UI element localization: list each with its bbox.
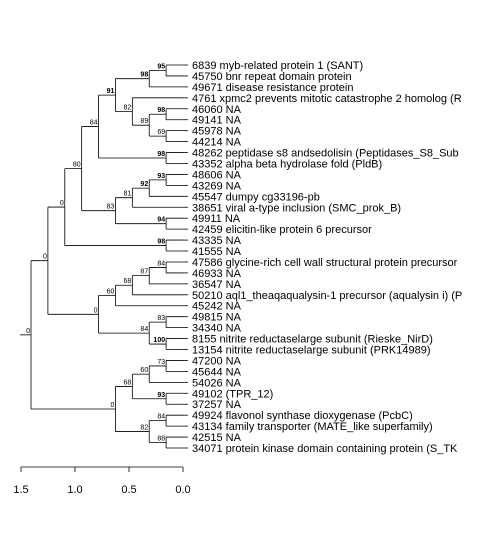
support-value: 82 <box>124 105 132 112</box>
support-value: 89 <box>140 118 148 125</box>
leaf-label: 46933 NA <box>192 268 242 280</box>
support-value: 80 <box>73 162 81 169</box>
scale-axis: 1.5 1.0 0.5 0.0 <box>13 466 191 496</box>
leaf-label: 45644 NA <box>192 366 242 378</box>
leaf-label: 54026 NA <box>192 377 242 389</box>
support-value: 69 <box>157 129 165 136</box>
leaf-label: 34340 NA <box>192 323 242 335</box>
leaf-label: 42515 NA <box>192 432 242 444</box>
support-value: 84 <box>90 120 98 127</box>
tree-branches <box>20 64 188 449</box>
support-value: 82 <box>140 425 148 432</box>
support-value: 73 <box>157 359 165 366</box>
support-value: 60 <box>140 367 148 374</box>
support-value: 100 <box>153 337 165 344</box>
leaf-label: 41555 NA <box>192 246 242 258</box>
support-value: 98 <box>157 239 165 246</box>
leaf-label: 43335 NA <box>192 235 242 247</box>
leaf-label: 47200 NA <box>192 355 242 367</box>
support-value: 92 <box>140 181 148 188</box>
support-value: 81 <box>124 191 132 198</box>
leaf-label: 38651 viral a-type inclusion (SMC_prok_B… <box>192 202 401 214</box>
support-value: 0 <box>111 402 115 409</box>
support-value: 91 <box>107 88 115 95</box>
support-values: 95 98 98 69 89 82 91 98 84 93 92 81 94 83 80 98 0 84 87 68 6… <box>26 63 165 442</box>
support-value: 60 <box>107 288 115 295</box>
axis-tick-label: 1.5 <box>13 484 28 496</box>
leaf-label: 43134 family transporter (MATE_like supe… <box>192 421 433 433</box>
leaf-label: 47586 glycine-rich cell wall structural … <box>192 257 458 269</box>
leaf-label: 49671 disease resistance protein <box>192 82 353 94</box>
support-value: 68 <box>124 379 132 386</box>
support-value: 98 <box>157 107 165 114</box>
axis-tick-label: 0.5 <box>121 484 136 496</box>
support-value: 0 <box>94 307 98 314</box>
leaf-label: 45547 dumpy cg33196-pb <box>192 191 320 203</box>
leaf-label: 49924 flavonol synthase dioxygenase (Pcb… <box>192 410 413 422</box>
leaf-label: 36547 NA <box>192 279 242 291</box>
leaf-label: 37257 NA <box>192 399 242 411</box>
support-value: 88 <box>157 436 165 443</box>
leaf-label: 6839 myb-related protein 1 (SANT) <box>192 60 363 72</box>
leaf-label: 42459 elicitin-like protein 6 precursor <box>192 224 372 236</box>
support-value: 98 <box>140 72 148 79</box>
leaf-label: 49911 NA <box>192 213 241 225</box>
support-value: 93 <box>157 173 165 180</box>
leaf-label: 34071 protein kinase domain containing p… <box>192 443 458 455</box>
leaf-label: 49815 NA <box>192 312 242 324</box>
leaf-label: 43352 alpha beta hydrolase fold (PldB) <box>192 158 382 170</box>
leaf-label: 45750 bnr repeat domain protein <box>192 71 352 83</box>
support-value: 93 <box>157 392 165 399</box>
axis-tick-label: 0.0 <box>175 484 190 496</box>
leaf-label: 49102 (TPR_12) <box>192 388 273 400</box>
leaf-label: 43269 NA <box>192 180 242 192</box>
leaf-label: 48262 peptidase s8 andsedolisin (Peptida… <box>192 148 459 160</box>
leaf-label: 45978 NA <box>192 126 242 138</box>
leaf-label: 4761 xpmc2 prevents mitotic catastrophe … <box>192 93 462 105</box>
leaf-label: 50210 aql1_theaqaqualysin-1 precursor (a… <box>192 290 462 302</box>
support-value: 0 <box>43 254 47 261</box>
support-value: 87 <box>140 269 148 276</box>
support-value: 83 <box>107 204 115 211</box>
leaf-label: 44214 NA <box>192 137 242 149</box>
support-value: 84 <box>157 260 165 267</box>
support-value: 68 <box>124 278 132 285</box>
leaf-label: 48606 NA <box>192 169 242 181</box>
leaf-label: 8155 nitrite reductaselarge subunit (Rie… <box>192 334 433 346</box>
support-value: 98 <box>157 151 165 158</box>
support-value: 94 <box>157 217 165 224</box>
support-value: 0 <box>60 200 64 207</box>
leaf-label: 13154 nitrite reductaselarge subunit (PR… <box>192 345 430 357</box>
leaf-labels: 6839 myb-related protein 1 (SANT)45750 b… <box>192 60 462 455</box>
support-value: 83 <box>157 315 165 322</box>
leaf-label: 45242 NA <box>192 301 242 313</box>
leaf-label: 49141 NA <box>192 115 242 127</box>
support-value: 84 <box>157 414 165 421</box>
support-value: 0 <box>26 328 30 335</box>
support-value: 84 <box>140 326 148 333</box>
leaf-label: 46060 NA <box>192 104 242 116</box>
axis-tick-label: 1.0 <box>67 484 82 496</box>
support-value: 95 <box>157 63 165 70</box>
